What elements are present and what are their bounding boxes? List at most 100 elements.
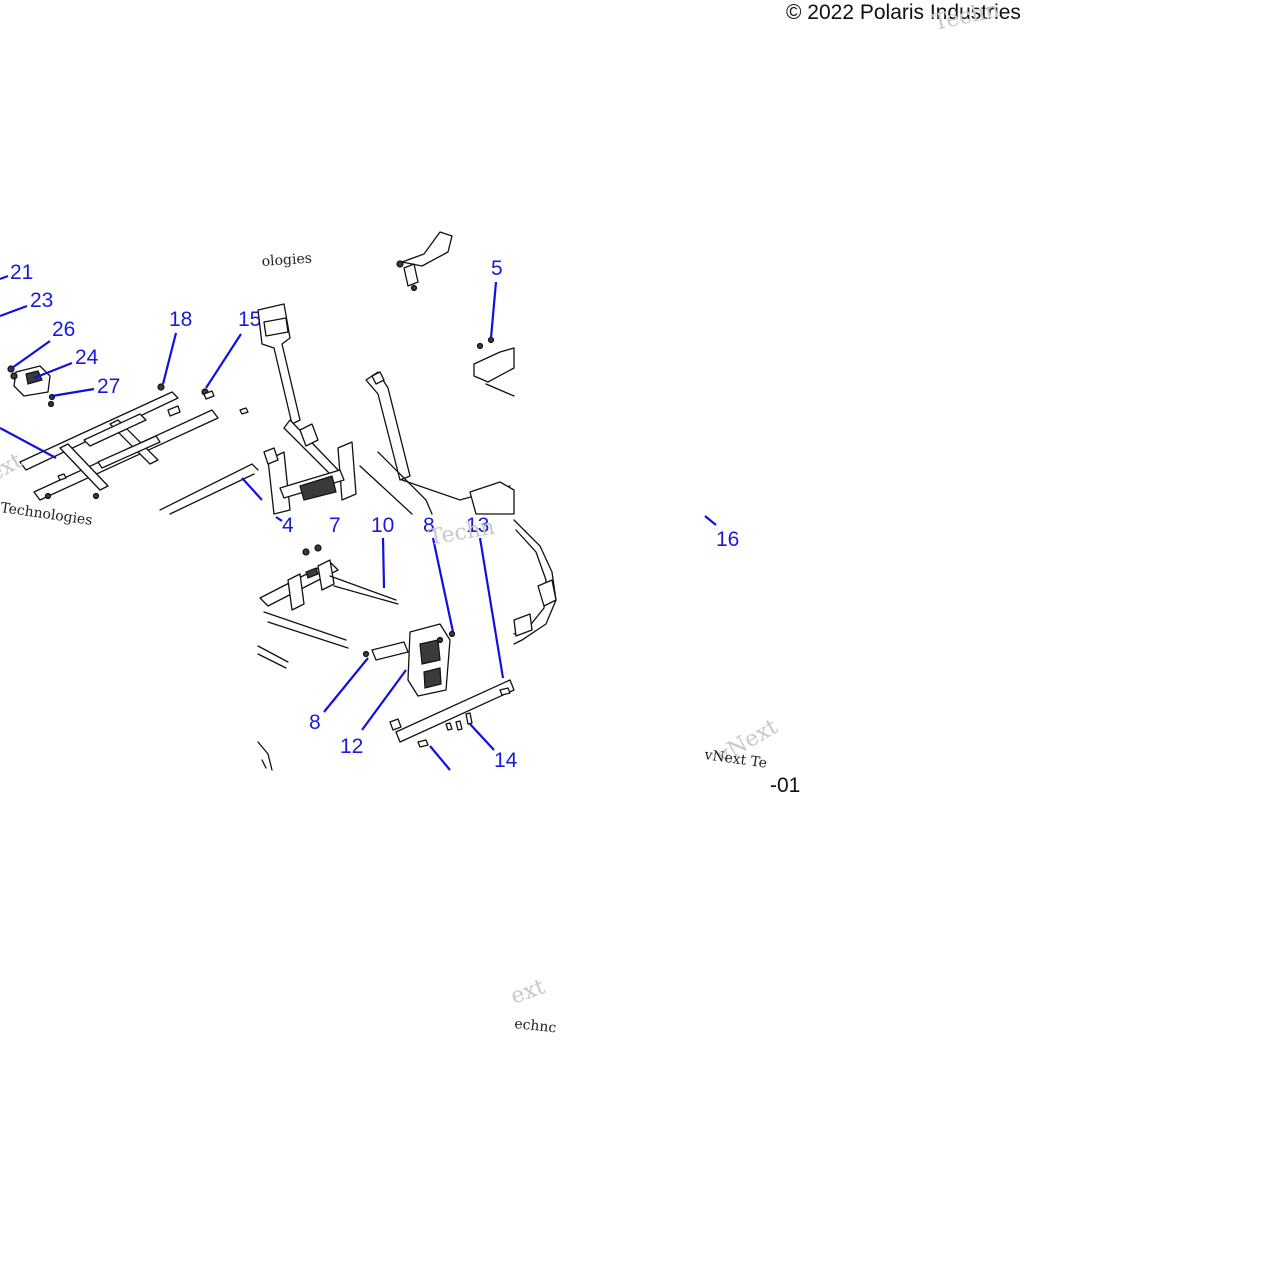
leader-line [241,477,263,501]
rail-post [287,573,305,611]
callout-10: 10 [371,514,394,537]
fastener [92,492,100,500]
watermark: vNext Te [702,747,768,772]
frame-tube [329,575,397,601]
frame-tube [257,741,273,771]
leader-line [0,304,28,318]
frame-tube [485,383,515,397]
tile-upper-left: ext Technologies [0,365,259,529]
callout-21: 21 [10,261,33,284]
callouts-upper-left: 21 23 26 24 27 18 15 [0,261,263,501]
tile-lower-middle: 4 7 10 8 13 Techn [257,514,557,772]
callout-24: 24 [75,346,99,369]
watermark: Technologies [0,500,93,529]
leader-line [323,657,369,713]
frame-tube [267,621,349,649]
rear-bar [395,679,515,743]
pin [499,687,511,696]
leader-line [0,274,9,281]
fastener [396,260,404,268]
watermark: ologies [261,251,312,270]
cross-member [97,435,161,469]
watermark: ext [508,974,549,1009]
leader-line [0,427,57,459]
seat-mount [305,567,319,579]
fastener [362,650,370,658]
leader-line [275,516,283,522]
hitch-bracket-shade [423,667,442,689]
frame-rail [19,391,179,471]
rail-post [317,559,335,591]
leader-line [11,340,51,369]
roll-bar-upright [365,371,411,481]
leader-line [361,669,407,731]
leader-line [51,387,95,398]
fastener [410,284,418,292]
leader-line [161,332,178,385]
callout-7: 7 [329,514,341,537]
tile-upper-middle: ologies 5 [257,231,515,515]
leader-line [469,723,495,751]
callout-13: 13 [466,514,489,537]
upright-plate [263,317,289,337]
callout-4: 4 [282,514,294,537]
bracket-part [337,441,357,501]
frame-tube [159,463,259,511]
frame-tube [333,585,399,605]
pin [57,473,67,481]
leader-line [33,361,73,380]
fastener [436,636,444,644]
pin [239,407,249,415]
bracket-part [513,613,533,637]
watermark: echnc [514,1016,558,1036]
hitch-bracket-shade [419,639,441,665]
rear-bracket [473,347,515,383]
fastener [157,383,165,391]
pin [167,405,181,417]
mount-bracket [401,231,453,267]
callout-27: 27 [97,375,120,398]
fastener [314,544,322,552]
fastener [476,342,484,350]
frame-tube [263,611,347,641]
frame-tube [377,451,433,515]
bracket-part [263,447,279,465]
leader-line [431,537,455,633]
pin [203,390,215,400]
bracket-part [469,481,515,515]
frame-tube [257,653,287,669]
fastener [44,492,52,500]
callout-12: 12 [340,735,363,758]
fastener [302,548,310,556]
upright-cap [371,371,385,385]
figure-reference: -01 [770,774,800,797]
callout-5: 5 [491,257,503,280]
fastener [10,372,18,380]
leader-line [381,537,386,589]
callout-16: 16 [716,528,739,551]
frame-tube [261,759,267,769]
leader-line [489,281,498,339]
hitch-pin [371,641,409,661]
bolt [465,712,473,725]
frame-tube [257,645,289,663]
fastener [47,400,55,408]
callout-18: 18 [169,308,192,331]
callout-8-upper: 8 [423,514,435,537]
leader-line [205,333,242,389]
leader-line [704,515,717,526]
frame-tube [169,473,255,515]
leader-line [478,537,505,679]
bolt [445,722,453,731]
frame-tube [359,465,413,515]
callout-14: 14 [494,749,518,772]
callout-8-lower: 8 [309,711,321,734]
callout-26: 26 [52,318,75,341]
cross-member [59,443,109,491]
watermark: ext [0,448,27,487]
bracket-part [537,579,557,607]
copyright-text: © 2022 Polaris Industries [786,1,1021,24]
callout-23: 23 [30,289,53,312]
seat-mount [299,475,337,501]
